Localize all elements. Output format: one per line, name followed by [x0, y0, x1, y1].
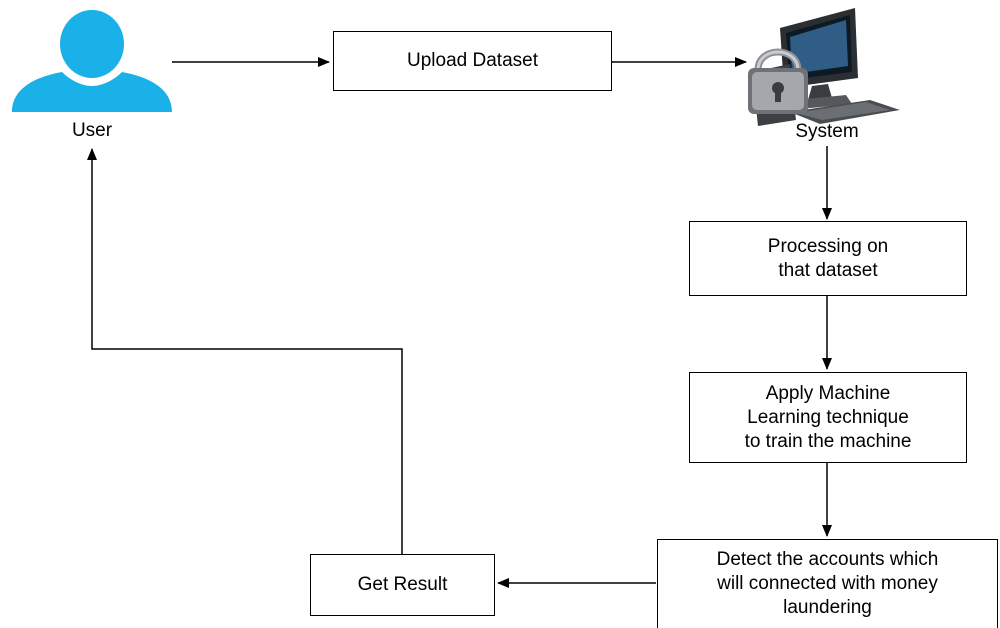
apply-ml-box: Apply Machine Learning technique to trai… [689, 372, 967, 463]
detect-accounts-box: Detect the accounts which will connected… [657, 539, 998, 628]
upload-dataset-box: Upload Dataset [333, 31, 612, 91]
get-result-box: Get Result [310, 554, 495, 616]
user-label: User [71, 120, 113, 141]
computer-lock-icon [748, 8, 900, 126]
system-label: System [795, 121, 859, 142]
user-icon [12, 10, 172, 112]
processing-box: Processing on that dataset [689, 221, 967, 296]
